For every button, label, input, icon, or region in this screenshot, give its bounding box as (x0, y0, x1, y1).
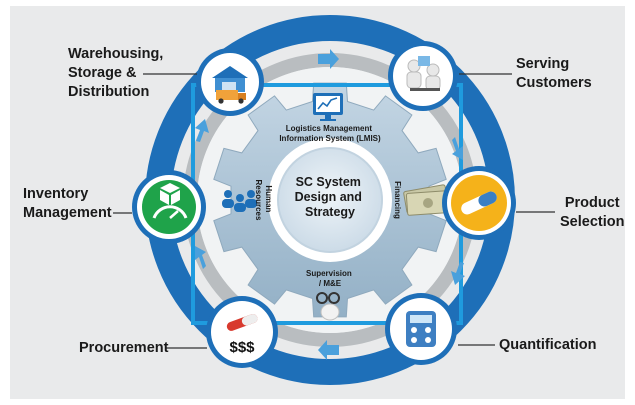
arrow-upper-right (452, 137, 463, 160)
stage-circle-inventory (132, 170, 206, 244)
gear-hub (277, 147, 383, 253)
stage-circle-serving (388, 41, 458, 111)
financing-label: Financing (393, 181, 402, 219)
monitor-chart-icon (313, 93, 343, 121)
leader-lines (113, 73, 555, 349)
arrow-lower-left (195, 246, 206, 269)
label-serving-customers: Serving Customers (516, 56, 592, 91)
arrow-lower-right (451, 262, 465, 285)
warehouse-truck-icon (212, 66, 248, 104)
money-icon: $$$ (226, 314, 258, 356)
stage-circle-warehousing (196, 48, 264, 116)
arrow-bottom (318, 340, 339, 360)
calculator-icon (406, 311, 436, 347)
stage-circle-procurement: $$$ (206, 296, 278, 368)
label-inventory-management: Inventory Management (23, 186, 112, 221)
arrow-upper-left (195, 119, 209, 142)
stage-circle-quantification (385, 293, 457, 365)
center-gear (213, 82, 447, 318)
svg-text:$$$: $$$ (229, 339, 255, 356)
label-product-selection: Product Selection (560, 195, 625, 230)
customer-service-icon (406, 56, 441, 91)
arrow-top (318, 49, 339, 69)
stage-circle-product (442, 166, 516, 240)
cash-icon (403, 184, 451, 216)
binoculars-icon (316, 292, 340, 321)
label-quantification: Quantification (499, 337, 597, 353)
cycle-arrows (195, 49, 465, 360)
center-title: SC System Design and Strategy (295, 175, 366, 219)
lmis-label: Logistics Management Information System … (279, 124, 381, 143)
human-resources-label: Human Resources (254, 180, 273, 221)
supervision-label: Supervision / M&E (306, 269, 354, 288)
people-icon (222, 190, 257, 212)
inventory-box-icon (152, 183, 188, 219)
medicine-pills-icon (461, 191, 497, 215)
label-warehousing: Warehousing, Storage & Distribution (68, 46, 164, 100)
label-procurement: Procurement (79, 340, 169, 356)
